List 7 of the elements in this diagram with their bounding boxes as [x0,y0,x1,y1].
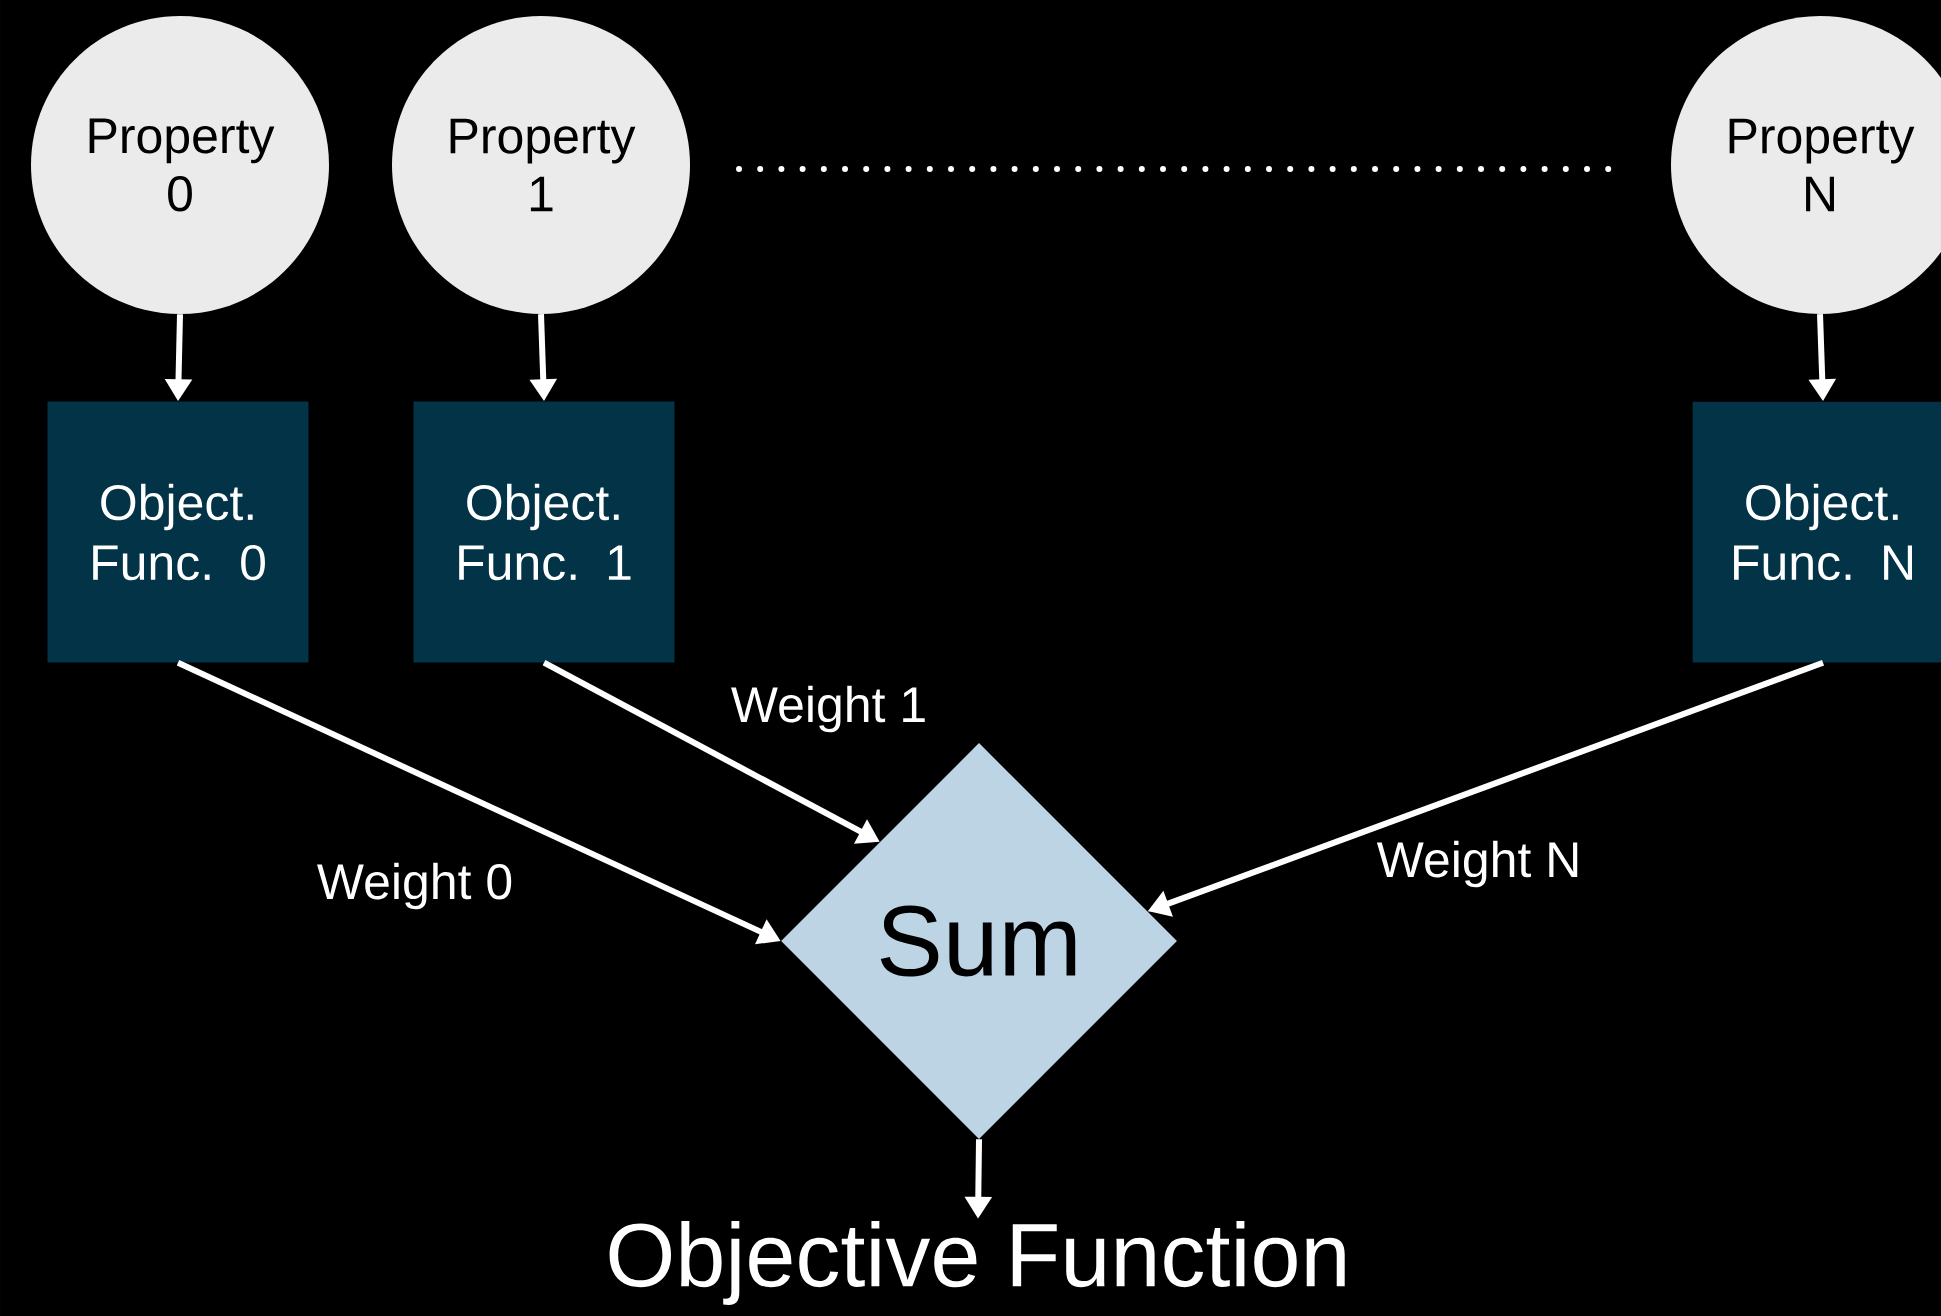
edge-label: Weight 0 [313,859,517,913]
edge-label: Weight N [1373,837,1585,891]
function-box: Object. Func. 0 [47,401,309,663]
edge-label: Weight 1 [727,682,931,736]
function-box: Object. Func. N [1692,401,1941,663]
output-text: Objective Function [609,1221,1345,1305]
function-box: Object. Func. 1 [413,401,675,663]
